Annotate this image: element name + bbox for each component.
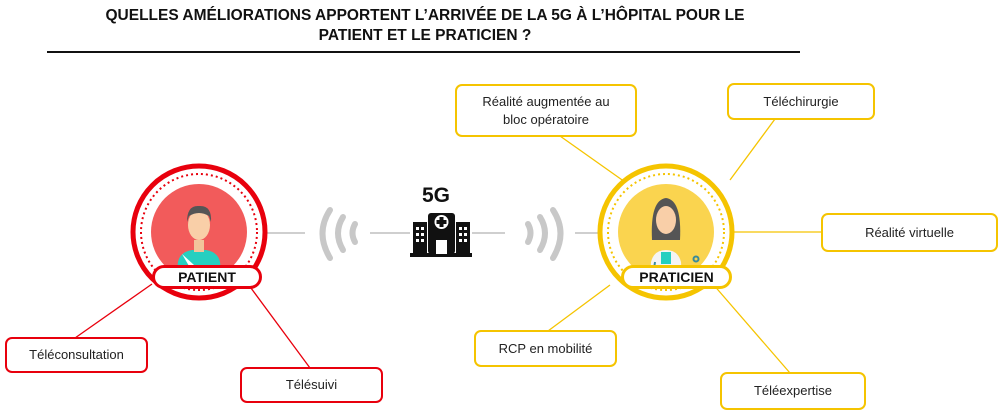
box-realite-virtuelle: Réalité virtuelle (821, 213, 998, 252)
title-underline (47, 51, 800, 53)
hospital-icon (410, 213, 472, 257)
title-line-2: PATIENT ET LE PRATICIEN ? (318, 27, 532, 44)
box-rcp-mobilite: RCP en mobilité (474, 330, 617, 367)
patient-label: PATIENT (152, 265, 262, 289)
5g-label: 5G (422, 184, 451, 207)
signal-waves-right-icon (525, 207, 564, 261)
box-telesuivi: Télésuivi (240, 367, 383, 403)
box-telechirurgie: Téléchirurgie (727, 83, 875, 120)
title-line-1: QUELLES AMÉLIORATIONS APPORTENT L’ARRIVÉ… (105, 7, 745, 24)
praticien-label: PRATICIEN (621, 265, 732, 289)
signal-waves-left-icon (319, 207, 358, 261)
praticien-connectors (547, 118, 822, 374)
box-teleconsultation: Téléconsultation (5, 337, 148, 373)
box-realite-augmentee: Réalité augmentée au bloc opératoire (455, 84, 637, 137)
box-teleexpertise: Téléexpertise (720, 372, 866, 410)
patient-connectors (74, 283, 311, 369)
page-title: QUELLES AMÉLIORATIONS APPORTENT L’ARRIVÉ… (40, 6, 810, 46)
